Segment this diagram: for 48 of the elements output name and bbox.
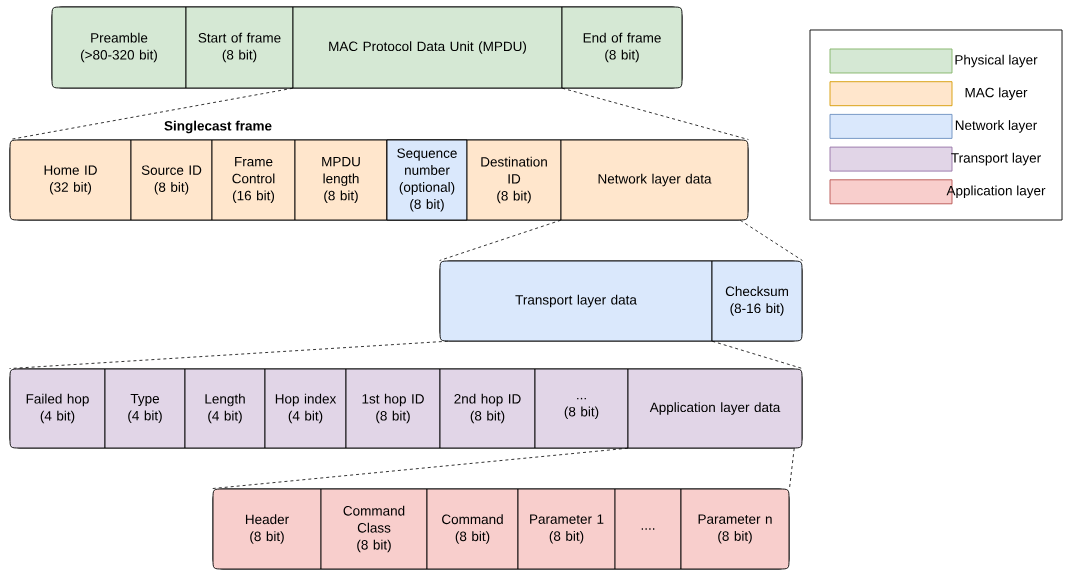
field-cell: Start of frame (8 bit)	[185, 6, 294, 89]
field-cell: Sequence number (optional) (8 bit)	[386, 139, 468, 221]
node-label: Parameter 1	[530, 514, 604, 524]
field-cell: Parameter 1 (8 bit)	[517, 488, 616, 570]
field-cell: 1st hop ID (8 bit)	[345, 368, 441, 449]
expansion-line	[561, 87, 749, 140]
expansion-line	[739, 219, 803, 261]
expansion-line	[439, 219, 562, 261]
field-cell: Application layer data	[627, 368, 803, 449]
node-label: (8 bit)	[455, 531, 490, 544]
field-cell: Failed hop (4 bit)	[9, 368, 106, 449]
field-cell: Network layer data	[560, 139, 749, 221]
field-cell: MPDU length (8 bit)	[294, 139, 388, 221]
field-cell: Type (4 bit)	[104, 368, 186, 449]
field-cell: ... (8 bit)	[534, 368, 629, 449]
field-cell: 2nd hop ID (8 bit)	[439, 368, 536, 449]
node-label: (8 bit)	[549, 530, 584, 544]
field-cell: ....	[614, 488, 682, 570]
frame-heading: Singlecast frame	[164, 120, 272, 134]
field-cell: Parameter n (8 bit)	[680, 488, 790, 570]
node-label: Header	[245, 514, 289, 525]
expansion-line	[789, 447, 795, 489]
node-label: (8 bit)	[250, 531, 284, 544]
field-cell: Length (4 bit)	[184, 368, 266, 449]
node-label: Command Class	[343, 505, 405, 533]
legend-label: Network layer	[955, 120, 1037, 133]
field-cell: Preamble (>80-320 bit)	[51, 6, 187, 89]
field-cell: Transport layer data	[439, 260, 713, 342]
expansion-line	[711, 340, 803, 369]
field-cell: Command (8 bit)	[426, 488, 519, 570]
field-cell: Command Class (8 bit)	[320, 488, 428, 570]
node-label: ....	[641, 528, 655, 530]
legend-label: MAC layer	[965, 87, 1028, 100]
node-label: (8 bit)	[357, 539, 391, 553]
expansion-line	[9, 340, 449, 369]
legend-label: Physical layer	[955, 54, 1038, 68]
field-cell: Header (8 bit)	[212, 488, 322, 570]
field-cell: End of frame (8 bit)	[561, 6, 683, 89]
expansion-line	[212, 447, 629, 489]
field-cell: Source ID (8 bit)	[130, 139, 213, 221]
field-cell: Hop index (4 bit)	[264, 368, 347, 449]
field-cell: Frame Control (16 bit)	[211, 139, 296, 221]
field-cell: Destination ID (8 bit)	[466, 139, 562, 221]
field-cell: Checksum (8-16 bit)	[711, 260, 803, 342]
legend-label: Transport layer	[951, 152, 1041, 166]
node-label: Command	[442, 514, 503, 525]
field-cell: Home ID (32 bit)	[9, 139, 132, 221]
legend-label: Application layer	[946, 185, 1046, 199]
